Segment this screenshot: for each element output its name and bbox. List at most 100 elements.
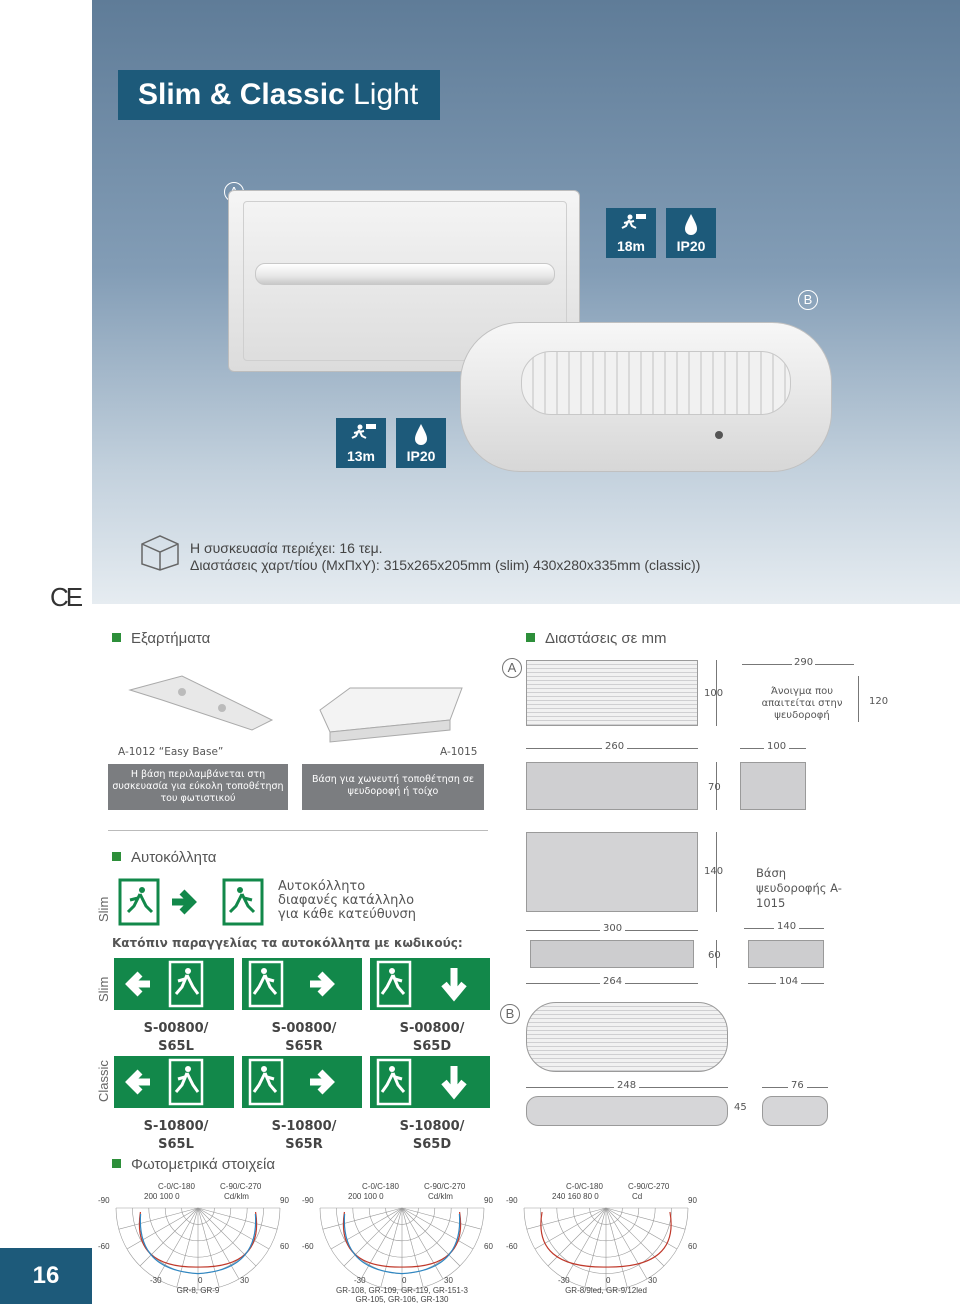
- code-line-2: S65D: [412, 1137, 452, 1152]
- dim-104: 104: [776, 976, 802, 987]
- unit-label: Cd: [632, 1192, 643, 1201]
- dim-line: [858, 676, 859, 722]
- angle-p60: 60: [484, 1242, 493, 1251]
- classic-front-view: [526, 1002, 728, 1072]
- slim-side-view: [526, 762, 698, 810]
- dim-line: [716, 940, 717, 968]
- model-list-2: GR-105, GR-106, GR-130: [355, 1295, 449, 1304]
- package-qty: Η συσκευασία περιέχει: 16 τεμ.: [190, 540, 383, 556]
- code-line-2: S65D: [412, 1039, 452, 1054]
- dim-marker-a: A: [502, 658, 522, 678]
- angle-n60: -60: [98, 1242, 110, 1251]
- divider: [108, 830, 488, 831]
- base-frame-view: [530, 940, 694, 968]
- code-line-1: S-10800/: [143, 1119, 209, 1134]
- running-man-icon: [621, 214, 646, 229]
- code-line-1: S-00800/: [271, 1021, 337, 1036]
- slim-front-view: [526, 660, 698, 726]
- classic-side-view: [526, 1096, 728, 1126]
- angle-0: 0: [402, 1276, 407, 1285]
- photometric-header: Φωτομετρικά στοιχεία: [112, 1156, 275, 1173]
- exit-sign-r-icon: [242, 1056, 362, 1108]
- angle-p90: 90: [484, 1196, 493, 1205]
- angle-p30: 30: [240, 1276, 249, 1285]
- slim-rear-view: [526, 832, 698, 912]
- opening-note: Άνοιγμα που απαιτείται στην ψευδοροφή: [761, 686, 843, 721]
- item2-desc: Βάση για χωνευτή τοποθέτηση σε ψευδοροφή…: [302, 764, 484, 810]
- legend-c90: C-90/C-270: [424, 1182, 466, 1191]
- dim-140-b: 140: [774, 921, 800, 932]
- angle-n30: -30: [354, 1276, 366, 1285]
- dim-45: 45: [734, 1102, 747, 1113]
- dim-248: 248: [614, 1080, 640, 1091]
- code-line-1: S-10800/: [399, 1119, 465, 1134]
- dim-264: 264: [600, 976, 626, 987]
- angle-n30: -30: [558, 1276, 570, 1285]
- angle-n90: -90: [506, 1196, 518, 1205]
- code-line-2: S65L: [158, 1137, 194, 1152]
- green-square-icon: [112, 633, 121, 642]
- code-line-1: S-10800/: [271, 1119, 337, 1134]
- badge-b-ip: IP20: [406, 448, 436, 464]
- sticker-code: S-00800/S65L: [116, 1020, 236, 1056]
- radial-ticks: 240 160 80 0: [552, 1192, 599, 1201]
- angle-p30: 30: [444, 1276, 453, 1285]
- radial-ticks: 200 100 0: [348, 1192, 384, 1201]
- dim-140-a: 140: [704, 866, 724, 877]
- dim-260: 260: [602, 741, 628, 752]
- dim-line: [716, 832, 717, 912]
- distance-badge-b: 13m: [336, 418, 386, 468]
- code-line-2: S65R: [285, 1039, 323, 1054]
- box-icon: [141, 535, 179, 571]
- slim-end-view: [740, 762, 806, 810]
- angle-n60: -60: [302, 1242, 314, 1251]
- exit-sign-l-icon: [114, 1056, 234, 1108]
- dim-marker-b: B: [500, 1004, 520, 1024]
- classic-lamp-photo: [460, 322, 832, 472]
- easy-base-image: [128, 675, 274, 731]
- legend-c90: C-90/C-270: [220, 1182, 262, 1191]
- green-square-icon: [112, 852, 121, 861]
- legend-c0: C-0/C-180: [362, 1182, 399, 1191]
- order-note: Κατόπιν παραγγελίας τα αυτοκόλλητα με κω…: [112, 936, 463, 950]
- angle-n30: -30: [150, 1276, 162, 1285]
- unit-label: Cd/klm: [224, 1192, 249, 1201]
- badge-a-ip: IP20: [676, 238, 706, 254]
- transparent-sticker-icons: [118, 878, 264, 926]
- page-number: 16: [0, 1248, 92, 1304]
- dimensions-header: Διαστάσεις σε mm: [526, 630, 666, 647]
- recessed-base-image: [319, 687, 463, 743]
- angle-p90: 90: [280, 1196, 289, 1205]
- dim-76: 76: [788, 1080, 807, 1091]
- sticker-code: S-10800/S65L: [116, 1118, 236, 1154]
- dim-line: [716, 660, 717, 726]
- sticker-code: S-00800/S65D: [372, 1020, 492, 1056]
- dim-100-a: 100: [704, 688, 724, 699]
- angle-0: 0: [198, 1276, 203, 1285]
- angle-p60: 60: [688, 1242, 697, 1251]
- slim-side-label: Slim: [96, 896, 111, 922]
- ceiling-base-label: Βάση ψευδοροφής A-1015: [756, 866, 842, 910]
- stickers-header: Αυτοκόλλητα: [112, 849, 216, 866]
- accessories-header: Εξαρτήματα: [112, 630, 210, 647]
- classic-end-view: [762, 1096, 828, 1126]
- dim-120: 120: [869, 696, 889, 707]
- ce-mark: CE: [50, 582, 83, 612]
- exit-sign-d-icon: [370, 958, 490, 1010]
- dim-100-b: 100: [764, 741, 790, 752]
- running-man-icon: [351, 424, 376, 439]
- slim-side-label-2: Slim: [96, 976, 111, 1002]
- classic-side-label: Classic: [96, 1060, 111, 1102]
- badge-b-distance: 13m: [346, 448, 376, 464]
- angle-n90: -90: [302, 1196, 314, 1205]
- distance-badge-a: 18m: [606, 208, 656, 258]
- angle-p60: 60: [280, 1242, 289, 1251]
- dim-line: [716, 762, 717, 810]
- ip-badge-a: IP20: [666, 208, 716, 258]
- package-dims: Διαστάσεις χαρτ/τίου (ΜxΠxΥ): 315x265x20…: [190, 557, 701, 573]
- green-square-icon: [112, 1159, 121, 1168]
- item1-code: A-1012 “Easy Base”: [118, 746, 224, 758]
- base-end-view: [748, 940, 824, 968]
- code-line-2: S65R: [285, 1137, 323, 1152]
- water-drop-icon: [685, 214, 697, 235]
